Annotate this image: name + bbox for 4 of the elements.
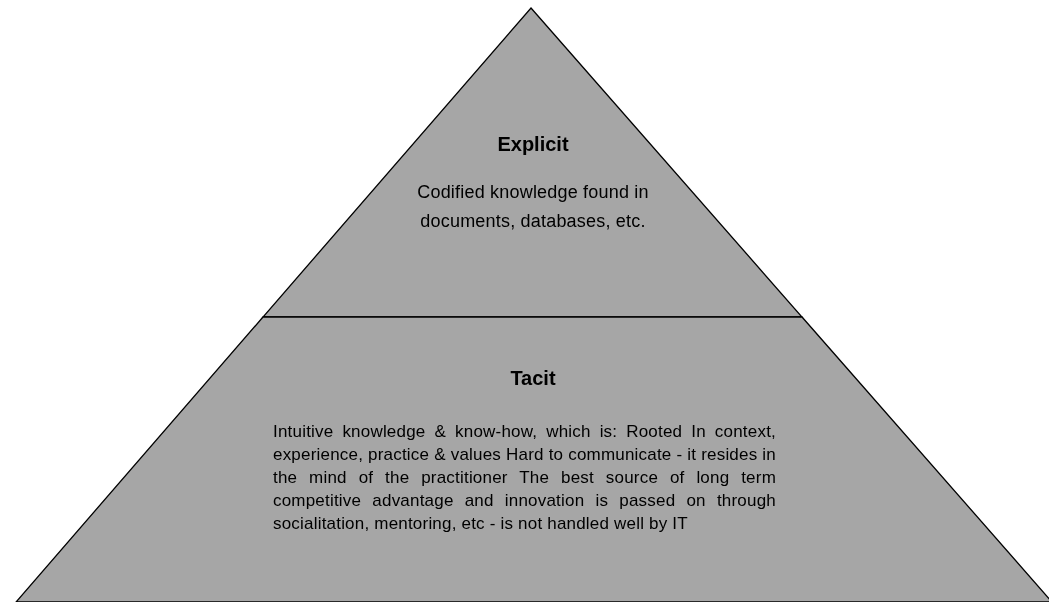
section-description: Intuitive knowledge & know-how, which is: Rooted In context, experience, practice & values Hard to communicate - it resides in the mind of the practitioner The best source of long term competitive advantage and innovation is passed on through socialitation, mentoring, etc - is not handled well by IT [273,421,776,535]
section-description: Codified knowledge found in documents, databases, etc. [416,181,650,233]
section-heading: Tacit [509,367,557,390]
section-heading: Explicit [496,133,570,156]
